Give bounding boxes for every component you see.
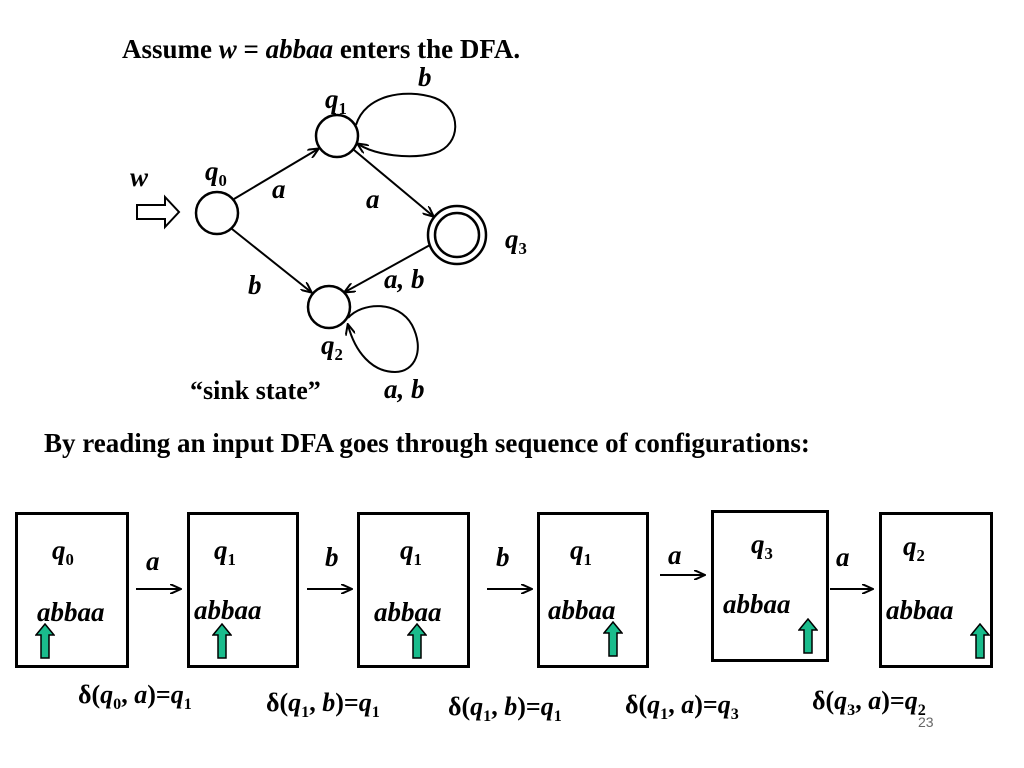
state-label-q0: q0 <box>205 156 227 190</box>
config-box: q1 abbaa <box>357 512 470 668</box>
state-q1 <box>314 113 360 159</box>
config-state: q2 <box>903 531 925 565</box>
step-symbol: b <box>496 542 510 572</box>
state-q0 <box>194 190 240 236</box>
delta-equation: δ(q1, b)=q1 <box>448 692 562 725</box>
edge-q0-q1 <box>233 149 318 200</box>
config-box: q2 abbaa <box>879 512 993 668</box>
edge-label-q3-q2: a, b <box>384 264 425 294</box>
head-arrow-icon <box>212 623 232 659</box>
title-prefix: Assume <box>122 34 219 64</box>
edge-q0-q2 <box>231 228 311 292</box>
page-number: 23 <box>918 714 934 730</box>
step-symbol: b <box>325 542 339 572</box>
head-arrow-icon <box>603 621 623 657</box>
state-label-q3: q3 <box>505 224 527 258</box>
delta-equation: δ(q1, b)=q1 <box>266 688 380 721</box>
config-state: q1 <box>400 535 422 569</box>
edge-label-q0-q2: b <box>248 270 262 300</box>
state-label-q1: q1 <box>325 84 347 118</box>
delta-equation: δ(q3, a)=q2 <box>812 686 926 719</box>
edge-label-q1-q3: a <box>366 184 380 214</box>
title-suffix: enters the DFA. <box>333 34 521 64</box>
configurations-heading: By reading an input DFA goes through seq… <box>44 428 810 458</box>
config-word: abbaa <box>886 595 954 625</box>
loop-q1 <box>355 92 457 158</box>
config-state: q1 <box>570 535 592 569</box>
config-word: abbaa <box>374 597 442 627</box>
head-arrow-icon <box>407 623 427 659</box>
input-arrow <box>136 194 181 230</box>
title-equals: = <box>236 34 266 64</box>
step-symbol: a <box>668 540 682 570</box>
delta-equation: δ(q1, a)=q3 <box>625 690 739 723</box>
config-box: q1 abbaa <box>537 512 649 668</box>
state-label-q2: q2 <box>321 330 343 364</box>
edge-label-q0-q1: a <box>272 174 286 204</box>
title-word: abbaa <box>265 34 334 64</box>
head-arrow-icon <box>35 623 55 659</box>
config-state: q1 <box>214 535 236 569</box>
head-arrow-icon <box>970 623 990 659</box>
config-box: q1 abbaa <box>187 512 299 668</box>
edge-q3-q2 <box>345 244 431 292</box>
config-word: abbaa <box>37 597 105 627</box>
config-state: q0 <box>52 535 74 569</box>
loop-q2 <box>348 305 419 374</box>
config-state: q3 <box>751 529 773 563</box>
state-q2 <box>306 284 352 330</box>
step-symbol: a <box>836 542 850 572</box>
state-q3-outer <box>426 204 488 266</box>
title-var-w: w <box>218 34 237 64</box>
state-q3-inner <box>433 211 481 259</box>
loop-label-q2: a, b <box>384 374 425 404</box>
config-word: abbaa <box>194 595 262 625</box>
slide-title: Assume w = abbaa enters the DFA. <box>122 34 520 65</box>
step-symbol: a <box>146 546 160 576</box>
delta-equation: δ(q0, a)=q1 <box>78 680 192 713</box>
sink-state-label: “sink state” <box>190 376 321 405</box>
loop-label-q1: b <box>418 62 432 92</box>
head-arrow-icon <box>798 618 818 654</box>
edge-q1-q3 <box>353 149 433 216</box>
config-box: q0 abbaa <box>15 512 129 668</box>
config-word: abbaa <box>723 589 791 619</box>
config-word: abbaa <box>548 595 616 625</box>
input-label-w: w <box>130 162 149 192</box>
config-box: q3 abbaa <box>711 510 829 662</box>
